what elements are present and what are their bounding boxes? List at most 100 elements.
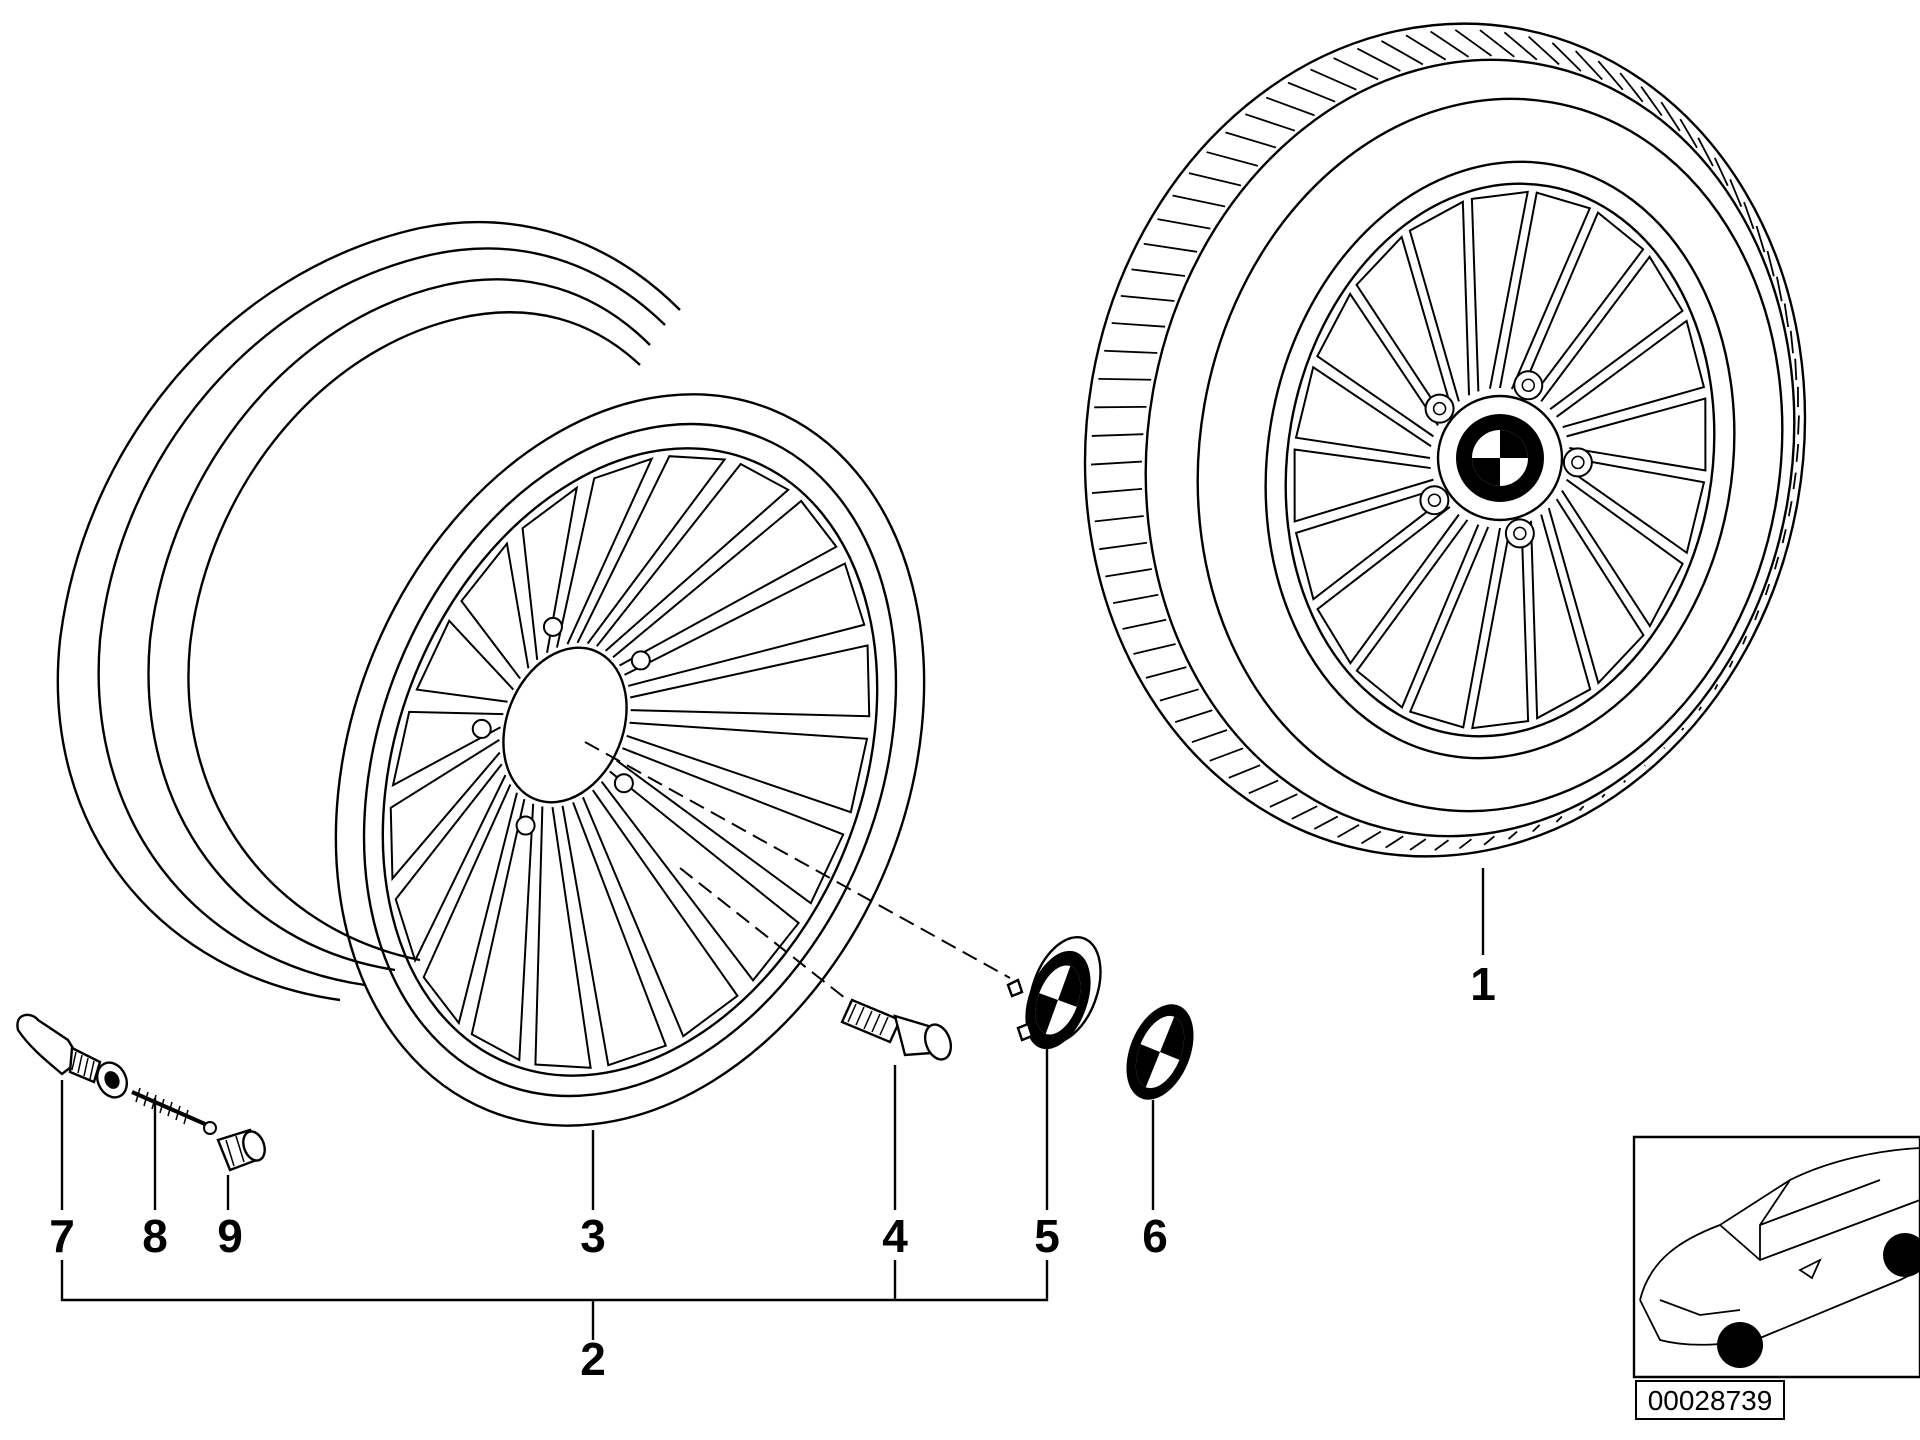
rim-barrel-inner1 — [99, 249, 665, 985]
leader-lines — [62, 868, 1483, 1340]
wheel-spokes — [1295, 192, 1706, 728]
valve-cap — [218, 1128, 269, 1170]
tread-groove — [1698, 138, 1713, 166]
tread-groove — [1682, 728, 1683, 730]
rim-lip-outer — [231, 305, 1030, 1214]
wheel-bolt — [842, 1000, 955, 1063]
tread-groove — [1480, 30, 1514, 57]
tread-groove — [1249, 780, 1278, 793]
tire-outer — [1020, 0, 1870, 914]
tire-tread — [1091, 30, 1799, 850]
tread-groove — [1410, 839, 1426, 850]
rim-spoke — [617, 748, 844, 903]
rim-bolt-holes — [473, 618, 650, 835]
inset-frame — [1634, 1137, 1920, 1377]
tread-groove — [1744, 202, 1753, 229]
callout-9: 9 — [217, 1210, 243, 1262]
rim-spoke — [424, 785, 517, 1024]
tread-groove — [1795, 359, 1796, 380]
rim-spoke — [563, 802, 666, 1065]
tread-groove — [1455, 30, 1491, 56]
tread-groove — [1431, 32, 1469, 57]
callout-6: 6 — [1142, 1210, 1168, 1262]
tread-groove — [1112, 323, 1165, 327]
tire-valve-stem — [17, 1015, 132, 1102]
assembly-axis-lines — [585, 742, 1010, 1002]
tread-groove — [1757, 226, 1765, 252]
locator-dot-front — [1717, 1322, 1763, 1368]
tread-groove — [1645, 765, 1646, 766]
wheel-spoke — [1296, 367, 1431, 458]
tread-groove — [1484, 836, 1494, 844]
rim-barrel-inner3 — [188, 312, 640, 960]
rim-bolt-hole — [544, 618, 562, 636]
wheel-spoke — [1410, 202, 1469, 402]
tread-groove — [1798, 415, 1799, 434]
tread-groove — [1131, 269, 1185, 276]
tread-groove — [1715, 158, 1728, 186]
tread-groove — [1797, 444, 1799, 462]
rim-bolt-hole — [615, 774, 633, 792]
tread-groove — [1766, 584, 1770, 595]
rim-spoke-ring — [293, 374, 967, 1150]
wheel-spoke — [1296, 489, 1443, 599]
rim-barrel-inner2 — [149, 279, 650, 970]
rim-spoke — [625, 564, 865, 686]
wheel-spoke — [1317, 294, 1438, 436]
tread-groove — [1099, 543, 1147, 549]
rim-spoke — [461, 544, 528, 679]
wheel-rim-edge — [1219, 124, 1780, 795]
tread-groove — [1504, 32, 1536, 59]
tread-groove — [1095, 516, 1144, 521]
tread-groove — [1406, 35, 1446, 59]
callout-5: 5 — [1034, 1210, 1060, 1262]
complete-wheel-illustration — [1020, 0, 1870, 914]
tread-groove — [1157, 219, 1210, 228]
rim-spoke — [602, 771, 799, 980]
callout-2: 2 — [580, 1333, 606, 1385]
tread-groove — [1602, 794, 1605, 797]
callout-4: 4 — [882, 1210, 908, 1262]
tread-groove — [1641, 87, 1662, 116]
wheel-spoke — [1549, 499, 1644, 683]
tread-groove — [1292, 806, 1317, 819]
tread-groove — [1133, 644, 1175, 654]
wheel-spoke — [1357, 520, 1479, 707]
rim-spoke — [597, 464, 788, 651]
tread-groove — [1104, 351, 1157, 353]
group-bracket — [62, 1260, 1047, 1300]
wheel-lug-bolts — [1420, 371, 1591, 547]
tread-groove — [1580, 806, 1584, 810]
hub-emblem — [1456, 414, 1544, 502]
wheel-hub-ring — [1438, 396, 1562, 520]
rim-spoke — [627, 723, 867, 812]
wheel-spoke — [1567, 399, 1706, 471]
tread-groove — [1310, 69, 1356, 89]
tread-groove — [1229, 765, 1260, 778]
rim-spoke — [557, 459, 652, 648]
tread-groove — [1775, 557, 1778, 569]
tread-groove — [1743, 636, 1746, 644]
tread-groove — [1715, 684, 1718, 689]
wheel-spoke — [1569, 458, 1704, 553]
callout-8: 8 — [142, 1210, 168, 1262]
wheel-rim-inner — [1243, 149, 1757, 770]
callout-3: 3 — [580, 1210, 606, 1262]
tread-groove — [1661, 102, 1680, 131]
tread-groove — [1091, 462, 1142, 465]
rim-spoke — [523, 488, 577, 660]
tread-groove — [1245, 114, 1294, 131]
rim-spoke — [417, 621, 514, 702]
tread-groove — [1576, 51, 1603, 80]
diagram-id: 00028739 — [1648, 1385, 1773, 1416]
tread-groove — [1598, 61, 1623, 90]
rim-bolt-hole — [473, 720, 491, 738]
tread-groove — [1123, 620, 1167, 629]
tread-groove — [1338, 825, 1359, 837]
tread-groove — [1092, 489, 1142, 493]
diagram-id-box — [1636, 1381, 1784, 1419]
tread-groove — [1529, 37, 1559, 65]
rim-spoke — [535, 806, 590, 1067]
wheel-spoke — [1472, 525, 1528, 728]
